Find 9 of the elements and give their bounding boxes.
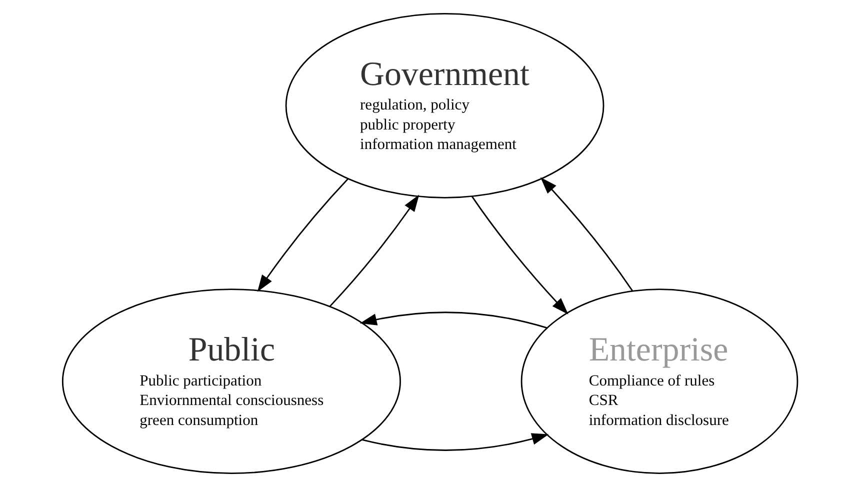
arrow [329, 194, 420, 307]
arrow [540, 177, 634, 292]
arrow [362, 433, 549, 451]
arrow [471, 196, 568, 314]
node-ellipse: Enterprise Compliance of rules CSR information disclosure [520, 288, 798, 474]
node-ellipse: Government regulation, policy public property information management [285, 13, 604, 198]
arrow [257, 178, 349, 292]
arrow [360, 312, 547, 328]
node-ellipse: Public Public participation Enviornmental consciousness green consumption [62, 288, 401, 474]
